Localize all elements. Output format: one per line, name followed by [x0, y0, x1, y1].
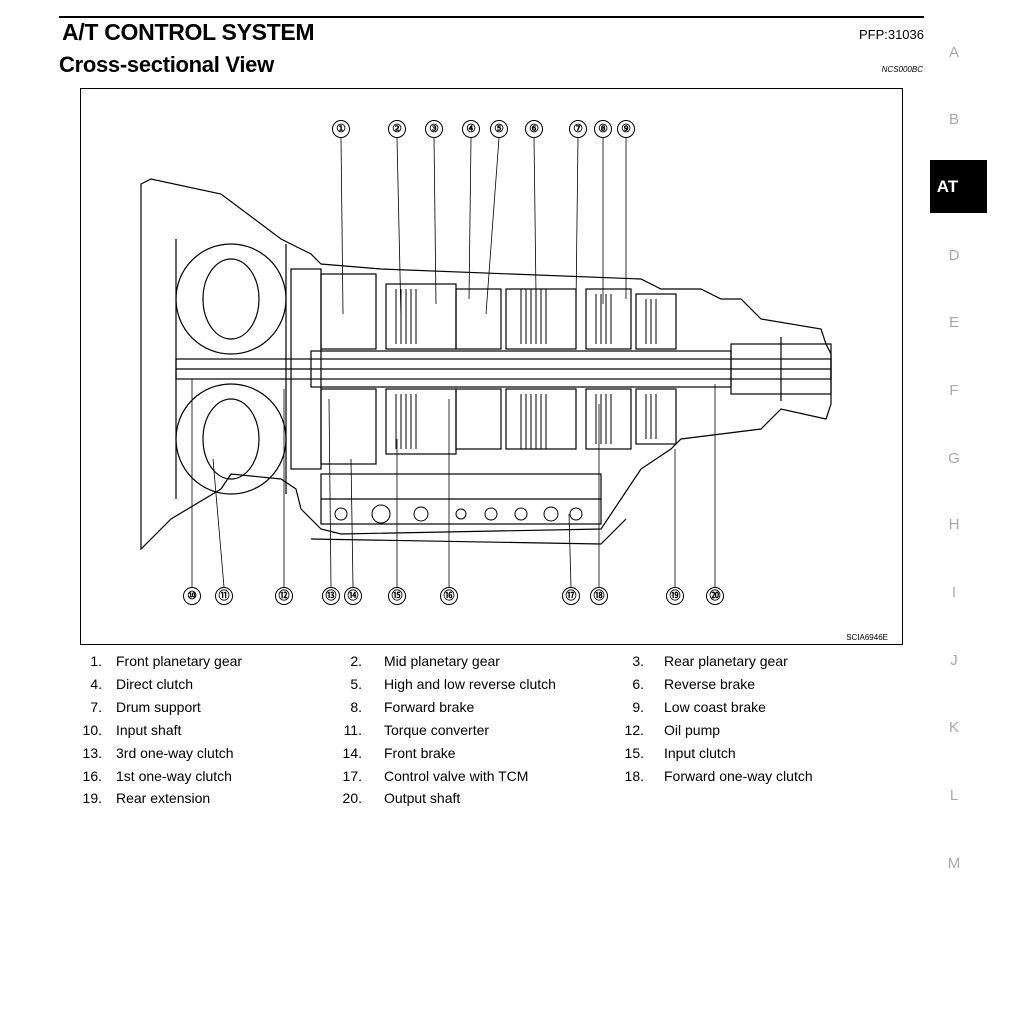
legend-label: Rear planetary gear: [664, 653, 788, 669]
tab-at[interactable]: AT: [930, 160, 987, 213]
legend-label: Direct clutch: [116, 676, 194, 692]
header-rule: [59, 16, 924, 18]
callout-15: ⑮: [388, 587, 406, 605]
callout-1: ①: [332, 120, 350, 138]
legend-label: Output shaft: [384, 790, 461, 806]
callout-5: ⑤: [490, 120, 508, 138]
callout-6: ⑥: [525, 120, 543, 138]
legend-label: Oil pump: [664, 722, 721, 738]
tab-l[interactable]: L: [949, 787, 959, 804]
part-number: PFP:31036: [858, 27, 924, 42]
legend-number: 5.: [350, 676, 362, 692]
page-title: A/T CONTROL SYSTEM: [62, 19, 315, 45]
legend-number: 7.: [90, 699, 102, 715]
legend-label: Front brake: [384, 745, 456, 761]
legend-number: 13.: [82, 745, 102, 761]
legend-label: Torque converter: [384, 722, 490, 738]
legend-label: 1st one-way clutch: [116, 768, 232, 784]
legend-label: High and low reverse clutch: [384, 676, 556, 692]
callout-4: ④: [462, 120, 480, 138]
tab-g[interactable]: G: [948, 450, 960, 467]
legend-number: 4.: [90, 676, 102, 692]
tab-k[interactable]: K: [948, 719, 959, 736]
callout-16: ⑯: [440, 587, 458, 605]
callout-17: ⑰: [562, 587, 580, 605]
callout-20: ⑳: [706, 587, 724, 605]
legend-label: Mid planetary gear: [384, 653, 500, 669]
legend-label: Input shaft: [116, 722, 182, 738]
callout-10: ⑩: [183, 587, 201, 605]
callout-13: ⑬: [322, 587, 340, 605]
legend-number: 20.: [342, 790, 362, 806]
legend-number: 2.: [350, 653, 362, 669]
callout-19: ⑲: [666, 587, 684, 605]
legend-label: Drum support: [116, 699, 201, 715]
legend-number: 8.: [350, 699, 362, 715]
callout-9: ⑨: [617, 120, 635, 138]
legend-number: 9.: [632, 699, 644, 715]
legend-label: Front planetary gear: [116, 653, 243, 669]
callout-3: ③: [425, 120, 443, 138]
cross-section-figure: ① ② ③ ④ ⑤ ⑥ ⑦ ⑧ ⑨ ⑩ ⑪ ⑫ ⑬ ⑭ ⑮ ⑯ ⑰ ⑱ ⑲ ⑳ …: [80, 88, 903, 645]
tab-e[interactable]: E: [948, 314, 959, 331]
callout-11: ⑪: [215, 587, 233, 605]
transmission-drawing: [140, 137, 832, 588]
legend-number: 15.: [624, 745, 644, 761]
legend-number: 11.: [343, 722, 362, 738]
tab-f[interactable]: F: [949, 382, 959, 399]
legend-number: 6.: [632, 676, 644, 692]
callout-18: ⑱: [590, 587, 608, 605]
callout-14: ⑭: [344, 587, 362, 605]
callout-12: ⑫: [275, 587, 293, 605]
legend-number: 18.: [624, 768, 644, 784]
legend-number: 16.: [82, 768, 102, 784]
section-title: Cross-sectional View: [59, 52, 274, 77]
legend-label: 3rd one-way clutch: [116, 745, 234, 761]
tab-m[interactable]: M: [947, 855, 961, 872]
tab-j[interactable]: J: [950, 652, 958, 669]
legend-number: 1.: [90, 653, 102, 669]
tab-i[interactable]: I: [951, 584, 957, 601]
legend-number: 14.: [342, 745, 362, 761]
callout-8: ⑧: [594, 120, 612, 138]
legend-label: Reverse brake: [664, 676, 756, 692]
callout-7: ⑦: [569, 120, 587, 138]
legend-number: 3.: [632, 653, 644, 669]
figure-code: SCIA6946E: [846, 633, 888, 642]
legend-number: 12.: [624, 722, 644, 738]
callout-2: ②: [388, 120, 406, 138]
tab-h[interactable]: H: [948, 516, 960, 533]
tab-d[interactable]: D: [948, 247, 960, 264]
section-code: NCS000BC: [881, 65, 923, 74]
tab-b[interactable]: B: [948, 111, 959, 128]
tab-a[interactable]: A: [948, 44, 959, 61]
legend-label: Input clutch: [664, 745, 736, 761]
legend-number: 10.: [82, 722, 102, 738]
legend-number: 19.: [82, 790, 102, 806]
legend-label: Forward one-way clutch: [664, 768, 813, 784]
legend-label: Rear extension: [116, 790, 211, 806]
legend-label: Low coast brake: [664, 699, 766, 715]
legend-label: Control valve with TCM: [384, 768, 529, 784]
legend-number: 17.: [342, 768, 362, 784]
legend-label: Forward brake: [384, 699, 475, 715]
